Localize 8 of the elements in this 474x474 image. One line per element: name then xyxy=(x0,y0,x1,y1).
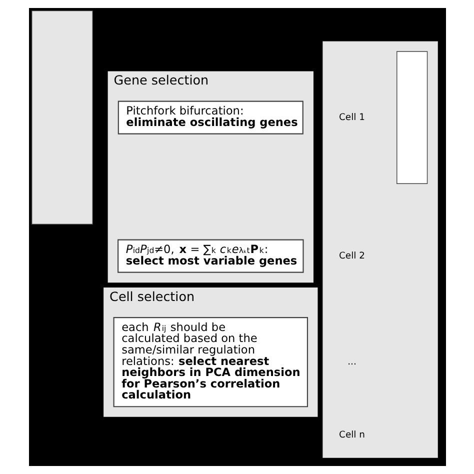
node-box xyxy=(30,10,92,225)
node-box xyxy=(396,51,428,184)
label: Cell 1 xyxy=(338,112,364,123)
node-box: Pitchfork bifurcation: eliminate oscillating genes xyxy=(117,100,303,134)
cluster xyxy=(322,41,438,458)
label: Cell n xyxy=(338,429,364,440)
label: ... xyxy=(347,356,356,368)
label: Cell 2 xyxy=(338,250,364,262)
